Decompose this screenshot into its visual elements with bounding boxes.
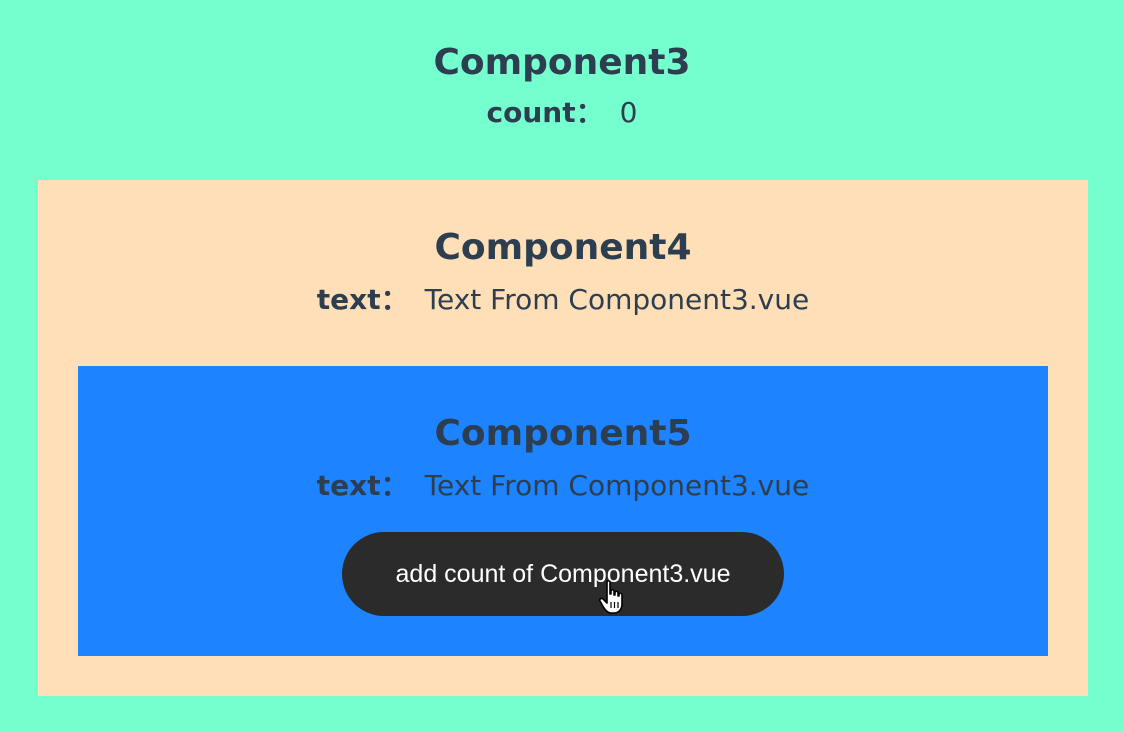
component5-text-row: text： Text From Component3.vue xyxy=(78,468,1048,504)
count-separator: ： xyxy=(575,96,604,129)
add-count-button[interactable]: add count of Component3.vue xyxy=(342,532,784,616)
component5-title: Component5 xyxy=(434,413,692,454)
component5-text-value: Text From Component3.vue xyxy=(424,469,810,502)
component4-panel: Component4 text：Text From Component3.vue… xyxy=(38,180,1088,696)
component4-text-label: text xyxy=(316,283,381,316)
component4-title: Component4 xyxy=(434,227,692,268)
component5-panel: Component5 text： Text From Component3.vue… xyxy=(78,366,1048,656)
component4-text-row: text： Text From Component3.vue xyxy=(38,282,1088,318)
component3-title: Component3 xyxy=(433,42,691,83)
count-row: count： 0 xyxy=(0,95,1124,131)
component5-text-separator: ： xyxy=(380,469,409,502)
component5-text-label: text xyxy=(316,469,381,502)
count-value: 0 xyxy=(619,96,638,129)
component4-text-separator: ： xyxy=(380,283,409,316)
count-label: count xyxy=(486,96,576,129)
component4-text-value: Text From Component3.vue xyxy=(424,283,810,316)
